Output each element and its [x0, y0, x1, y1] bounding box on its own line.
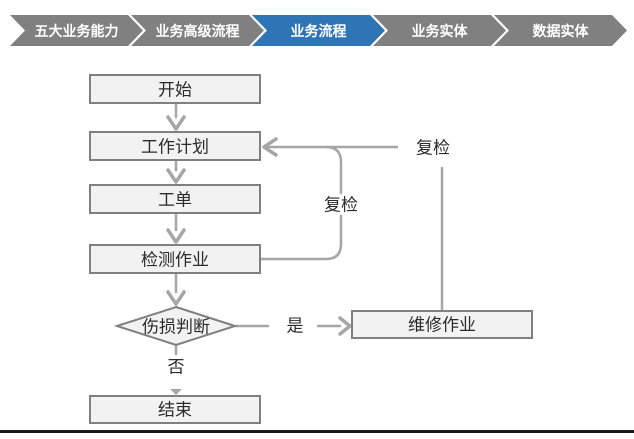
node-damage-decision[interactable]: 伤损判断 — [113, 305, 239, 347]
arrow-down-icon — [166, 228, 186, 244]
arrow-down-small-icon — [170, 389, 182, 395]
breadcrumb-item-five-capabilities[interactable]: 五大业务能力 — [10, 15, 143, 46]
node-inspection-shape[interactable] — [89, 244, 261, 274]
breadcrumb-item-business-process[interactable]: 业务流程 — [252, 15, 385, 46]
node-end-label: 结束 — [158, 401, 192, 420]
node-start[interactable]: 开始 — [89, 74, 261, 104]
node-inspection[interactable]: 检测作业 — [89, 244, 261, 274]
bottom-divider — [0, 430, 634, 433]
edge-label-no: 否 — [168, 358, 185, 377]
node-work-order-label: 工单 — [158, 191, 192, 210]
connector-recheck-loop-lower — [259, 214, 343, 261]
edge-label-yes: 是 — [287, 317, 304, 336]
node-repair-shape[interactable] — [351, 310, 533, 339]
node-repair-label: 维修作业 — [408, 316, 476, 335]
arrow-left-icon — [262, 137, 278, 157]
breadcrumb-label: 业务高级流程 — [155, 22, 240, 39]
edge-label-recheck-inner: 复检 — [324, 196, 358, 215]
node-inspection-label: 检测作业 — [141, 251, 209, 270]
node-end-shape[interactable] — [89, 395, 261, 424]
node-damage-decision-shape[interactable] — [113, 305, 239, 347]
breadcrumb-label: 业务实体 — [411, 22, 468, 39]
node-start-shape[interactable] — [89, 74, 261, 104]
breadcrumb: 五大业务能力 业务高级流程 业务流程 业务实体 数据实体 — [0, 0, 634, 60]
node-work-plan[interactable]: 工作计划 — [89, 131, 261, 161]
breadcrumb-item-business-entity[interactable]: 业务实体 — [373, 15, 506, 46]
arrow-right-icon — [338, 316, 352, 336]
node-work-order-shape[interactable] — [89, 184, 261, 214]
node-work-plan-shape[interactable] — [89, 131, 261, 161]
node-repair[interactable]: 维修作业 — [351, 310, 533, 339]
node-start-label: 开始 — [158, 81, 192, 100]
arrow-down-icon — [166, 115, 186, 131]
breadcrumb-label: 业务流程 — [290, 22, 347, 39]
breadcrumb-label: 五大业务能力 — [34, 22, 119, 39]
breadcrumb-item-data-entity[interactable]: 数据实体 — [494, 15, 627, 46]
breadcrumb-label: 数据实体 — [532, 22, 589, 39]
node-damage-decision-label: 伤损判断 — [142, 318, 210, 337]
node-work-order[interactable]: 工单 — [89, 184, 261, 214]
node-work-plan-label: 工作计划 — [141, 138, 209, 157]
arrow-down-icon — [166, 168, 186, 184]
breadcrumb-item-high-level-process[interactable]: 业务高级流程 — [131, 15, 264, 46]
arrow-down-icon — [166, 290, 186, 306]
node-end[interactable]: 结束 — [89, 395, 261, 424]
connector-recheck-loop-upper — [324, 145, 343, 195]
edge-label-recheck-outer: 复检 — [416, 139, 450, 158]
